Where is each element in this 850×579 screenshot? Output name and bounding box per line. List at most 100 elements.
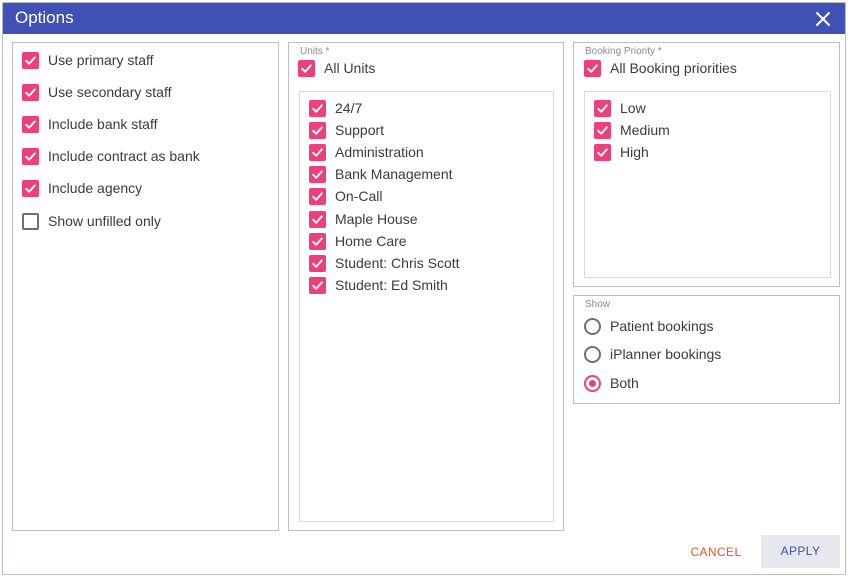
checkbox-box[interactable]	[22, 51, 39, 69]
show-option-label: Both	[610, 374, 639, 391]
check-icon	[312, 259, 323, 268]
dialog-title: Options	[15, 8, 74, 27]
radio-empty-icon[interactable]	[584, 317, 601, 335]
check-icon	[25, 184, 36, 193]
check-icon	[312, 103, 323, 113]
show-option-label: iPlanner bookings	[610, 346, 722, 362]
staff-option-label: Include bank staff	[48, 115, 158, 132]
checkbox-box[interactable]	[22, 115, 39, 133]
checkbox-box[interactable]	[594, 143, 611, 161]
checkbox-box[interactable]	[22, 83, 39, 101]
close-icon	[816, 12, 830, 26]
checkbox-box[interactable]	[309, 188, 326, 206]
check-icon	[312, 214, 323, 224]
checkbox-box[interactable]	[22, 180, 39, 198]
priority-item-label: High	[620, 143, 649, 160]
checkbox-box[interactable]	[594, 121, 611, 139]
all-booking-priorities-checkbox[interactable]: All Booking priorities	[584, 57, 737, 79]
check-icon	[312, 170, 323, 179]
unit-item-label: Administration	[335, 143, 424, 160]
priority-item-checkbox[interactable]: High	[594, 141, 649, 163]
radio-selected-icon[interactable]	[584, 374, 601, 392]
check-icon	[312, 126, 323, 135]
checkbox-box[interactable]	[309, 143, 326, 161]
priority-item-checkbox[interactable]: Medium	[594, 119, 670, 141]
unit-item-checkbox[interactable]: On-Call	[309, 186, 382, 208]
unit-item-checkbox[interactable]: Student: Ed Smith	[309, 275, 448, 297]
staff-option-checkbox[interactable]: Include contract as bank	[22, 146, 200, 168]
apply-button[interactable]: APPLY	[761, 535, 840, 568]
check-icon	[25, 55, 36, 65]
check-icon	[587, 63, 598, 73]
show-option-radio[interactable]: iPlanner bookings	[584, 344, 721, 366]
unit-item-checkbox[interactable]: Bank Management	[309, 164, 453, 186]
unit-item-checkbox[interactable]: Student: Chris Scott	[309, 252, 460, 274]
unit-item-checkbox[interactable]: Support	[309, 119, 384, 141]
check-icon	[25, 120, 36, 129]
checkbox-box[interactable]	[309, 277, 326, 295]
checkbox-box[interactable]	[309, 99, 326, 117]
checkbox-box[interactable]	[594, 99, 611, 117]
check-icon	[312, 192, 323, 201]
unit-item-label: 24/7	[335, 99, 363, 116]
priority-item-checkbox[interactable]: Low	[594, 97, 646, 119]
booking-priority-legend: Booking Priority *	[585, 46, 662, 57]
checkbox-box[interactable]	[309, 254, 326, 272]
unit-item-checkbox[interactable]: Maple House	[309, 208, 418, 230]
unit-item-label: On-Call	[335, 188, 383, 205]
all-booking-priorities-label: All Booking priorities	[610, 59, 737, 76]
checkbox-box[interactable]	[309, 166, 326, 184]
unit-item-label: Bank Management	[335, 166, 453, 183]
unit-item-checkbox[interactable]: Administration	[309, 141, 424, 163]
staff-option-checkbox[interactable]: Show unfilled only	[22, 210, 161, 232]
close-button[interactable]	[811, 7, 835, 31]
checkbox-box[interactable]	[298, 59, 315, 77]
staff-option-checkbox[interactable]: Include bank staff	[22, 113, 157, 135]
show-option-label: Patient bookings	[610, 317, 714, 334]
staff-option-label: Include agency	[48, 180, 143, 197]
show-option-radio[interactable]: Patient bookings	[584, 315, 714, 337]
checkbox-box[interactable]	[584, 59, 601, 77]
check-icon	[312, 237, 323, 246]
unit-item-label: Home Care	[335, 232, 407, 249]
unit-item-label: Maple House	[335, 210, 418, 227]
checkbox-box[interactable]	[309, 210, 326, 228]
checkbox-box[interactable]	[309, 232, 326, 250]
checkbox-box[interactable]	[22, 212, 39, 230]
unit-item-checkbox[interactable]: 24/7	[309, 97, 362, 119]
staff-option-checkbox[interactable]: Use primary staff	[22, 49, 154, 71]
radio-dot	[589, 379, 596, 387]
units-legend: Units *	[300, 46, 330, 57]
unit-item-label: Student: Ed Smith	[335, 277, 448, 294]
booking-priority-panel: Booking Priority * All Booking prioritie…	[573, 42, 840, 287]
check-icon	[25, 152, 36, 161]
check-icon	[597, 148, 608, 157]
staff-option-label: Show unfilled only	[48, 212, 161, 229]
staff-option-label: Use secondary staff	[48, 83, 172, 100]
check-icon	[597, 126, 608, 135]
cancel-button[interactable]: CANCEL	[690, 545, 742, 559]
unit-item-label: Student: Chris Scott	[335, 254, 460, 271]
staff-option-checkbox[interactable]: Use secondary staff	[22, 81, 171, 103]
check-icon	[25, 88, 36, 97]
check-icon	[312, 281, 323, 290]
all-units-label: All Units	[324, 59, 376, 76]
show-option-radio[interactable]: Both	[584, 372, 639, 394]
radio-empty-icon[interactable]	[584, 346, 601, 363]
checkbox-box[interactable]	[309, 121, 326, 139]
unit-item-checkbox[interactable]: Home Care	[309, 230, 407, 252]
check-icon	[301, 63, 312, 73]
title-bar: Options	[3, 3, 845, 34]
priority-item-label: Low	[620, 99, 646, 116]
check-icon	[312, 148, 323, 157]
staff-option-checkbox[interactable]: Include agency	[22, 178, 142, 200]
checkbox-box[interactable]	[22, 148, 39, 166]
all-units-checkbox[interactable]: All Units	[298, 57, 375, 79]
priority-item-label: Medium	[620, 121, 670, 138]
unit-item-label: Support	[335, 121, 385, 138]
